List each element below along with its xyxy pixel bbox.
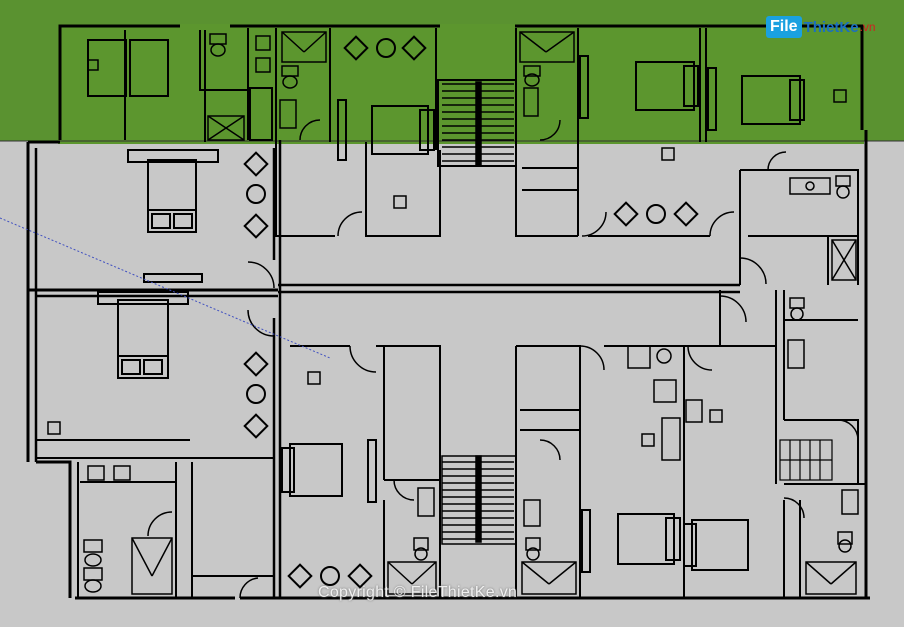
logo-brand-text: ThietKe bbox=[803, 18, 859, 36]
stair-icon bbox=[441, 455, 517, 545]
outer-walls bbox=[26, 24, 870, 600]
stair-icon bbox=[779, 439, 833, 481]
bed-icon bbox=[371, 105, 435, 155]
bed-icon bbox=[127, 149, 219, 233]
stair-icon bbox=[442, 81, 514, 167]
corridor-walls bbox=[34, 140, 740, 598]
logo-tld-text: .vn bbox=[859, 20, 876, 34]
bed-icon bbox=[741, 75, 805, 125]
bed-icon bbox=[281, 443, 343, 497]
shower-icon bbox=[131, 31, 857, 595]
chair-icon bbox=[47, 59, 847, 461]
door-icon bbox=[147, 119, 859, 599]
sink-icon bbox=[87, 35, 859, 527]
toilet-icon bbox=[83, 33, 853, 593]
copyright-watermark: Copyright © FileThietKe.vn bbox=[318, 584, 518, 601]
logo-file-text: File bbox=[766, 16, 802, 38]
site-logo[interactable]: File ThietKe .vn bbox=[766, 12, 876, 42]
floor-area bbox=[0, 141, 904, 627]
chair-icon bbox=[243, 35, 699, 589]
table-icon bbox=[143, 55, 717, 573]
bed-icon bbox=[617, 513, 749, 571]
bed-icon bbox=[635, 61, 699, 111]
